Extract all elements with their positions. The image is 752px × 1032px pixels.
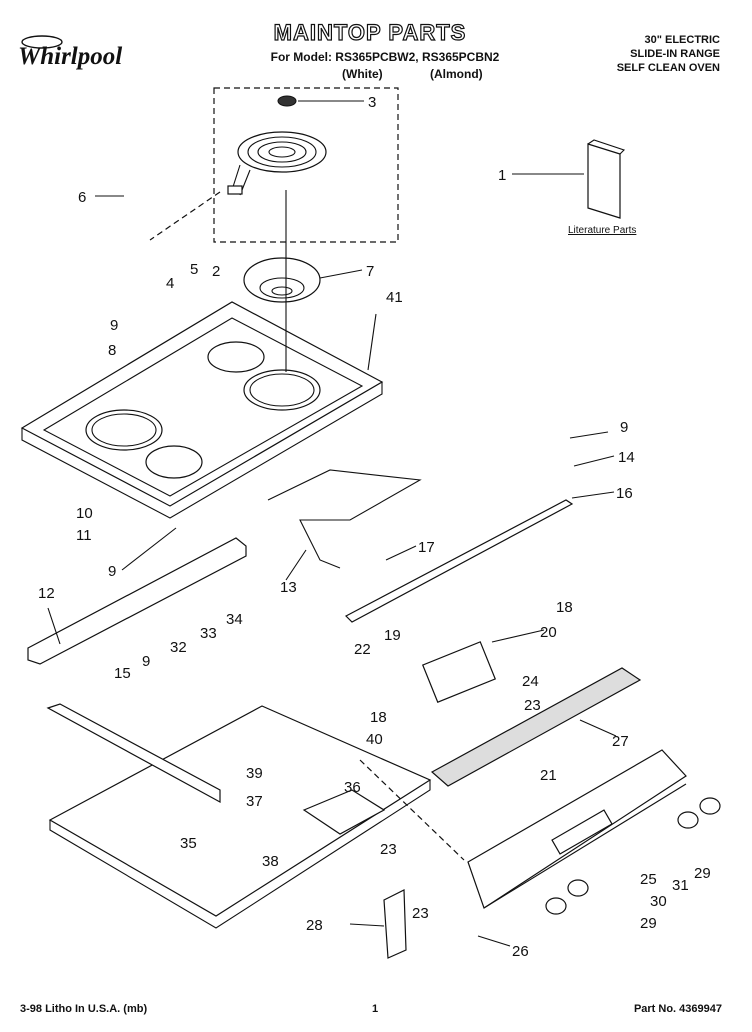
callout-number: 9 — [620, 419, 628, 436]
drip-bowl — [243, 257, 321, 303]
callout-number: 26 — [512, 943, 529, 960]
leader-lines — [47, 100, 617, 947]
callout-number: 10 — [76, 505, 93, 522]
callout-number: 3 — [368, 94, 376, 111]
variant-almond: (Almond) — [430, 67, 483, 81]
literature-parts-label: Literature Parts — [568, 225, 636, 236]
callout-number: 29 — [640, 915, 657, 932]
rear-bracket — [345, 499, 574, 623]
callout-number: 33 — [200, 625, 217, 642]
product-description: 30" ELECTRIC SLIDE-IN RANGE SELF CLEAN O… — [617, 33, 720, 75]
cooktop-main-top — [20, 301, 384, 519]
model-line: For Model: RS365PCBW2, RS365PCBN2 — [270, 50, 500, 64]
callout-number: 29 — [694, 865, 711, 882]
control-knobs — [545, 797, 721, 915]
callout-number: 4 — [166, 275, 174, 292]
callout-labels: 1 2 3 4 5 6 7 8 9 9 9 9 10 11 12 13 14 1… — [38, 94, 711, 960]
callout-number: 30 — [650, 893, 667, 910]
callout-number: 5 — [190, 261, 198, 278]
callout-number: 17 — [418, 539, 435, 556]
callout-number: 32 — [170, 639, 187, 656]
description-line: SLIDE-IN RANGE — [630, 48, 720, 60]
wire-harness — [267, 469, 422, 569]
callout-number: 28 — [306, 917, 323, 934]
callout-number: 39 — [246, 765, 263, 782]
callout-number: 23 — [412, 905, 429, 922]
callout-number: 16 — [616, 485, 633, 502]
callout-number: 12 — [38, 585, 55, 602]
callout-number: 36 — [344, 779, 361, 796]
description-line: 30" ELECTRIC — [644, 34, 720, 46]
callout-number: 2 — [212, 263, 220, 280]
callout-number: 19 — [384, 627, 401, 644]
whirlpool-logo: Whirlpool — [18, 35, 122, 70]
description-line: SELF CLEAN OVEN — [616, 62, 720, 74]
callout-number: 11 — [76, 527, 92, 544]
callout-number: 6 — [78, 189, 86, 206]
surface-element-coil — [227, 95, 327, 196]
callout-number: 41 — [386, 289, 403, 306]
callout-number: 1 — [498, 167, 506, 184]
callout-number: 24 — [522, 673, 539, 690]
callout-number: 35 — [180, 835, 197, 852]
footer-part-number: Part No. 4369947 — [633, 1003, 722, 1015]
callout-number: 22 — [354, 641, 371, 658]
front-trim — [27, 537, 247, 665]
callout-number: 34 — [226, 611, 243, 628]
callout-number: 40 — [366, 731, 383, 748]
callout-number: 9 — [110, 317, 118, 334]
footer-litho: 3-98 Litho In U.S.A. (mb) — [20, 1003, 148, 1015]
footer-page-number: 1 — [372, 1003, 379, 1015]
base-pan — [46, 703, 432, 929]
callout-number: 23 — [380, 841, 397, 858]
variant-white: (White) — [342, 67, 383, 81]
callout-number: 8 — [108, 342, 116, 359]
literature-parts-booklet — [587, 139, 626, 219]
callout-number: 9 — [108, 563, 116, 580]
callout-number: 38 — [262, 853, 279, 870]
callout-number: 20 — [540, 624, 557, 641]
callout-number: 37 — [246, 793, 263, 810]
callout-number: 25 — [640, 871, 657, 888]
page-title: MAINTOP PARTS — [273, 19, 467, 45]
insulation-strip — [430, 667, 642, 787]
callout-number: 9 — [142, 653, 150, 670]
terminal-block — [421, 641, 497, 703]
callout-number: 13 — [280, 579, 297, 596]
element-group-box — [213, 87, 399, 243]
callout-number: 23 — [524, 697, 541, 714]
callout-number: 31 — [672, 877, 689, 894]
callout-number: 27 — [612, 733, 629, 750]
callout-number: 7 — [366, 263, 374, 280]
callout-number: 15 — [114, 665, 131, 682]
control-panel — [467, 749, 687, 909]
callout-number: 18 — [556, 599, 573, 616]
callout-number: 14 — [618, 449, 635, 466]
side-bracket — [383, 889, 407, 959]
callout-number: 18 — [370, 709, 387, 726]
callout-number: 21 — [540, 767, 557, 784]
brand-name: Whirlpool — [18, 43, 122, 70]
